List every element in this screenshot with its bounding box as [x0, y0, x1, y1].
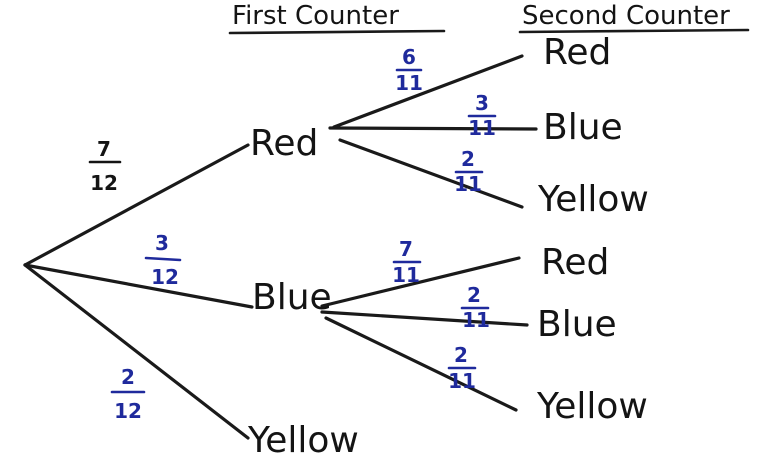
prob-red-then-red-numerator: 6	[402, 45, 416, 69]
branch-blue-to-yellow	[324, 316, 518, 412]
prob-blue-then-blue-denominator: 11	[462, 308, 490, 332]
prob-blue-then-red-numerator: 7	[399, 237, 413, 261]
branch-blue-to-red	[320, 256, 521, 308]
node-red-then-blue: Blue	[543, 107, 623, 148]
branch-red-to-yellow	[338, 138, 524, 209]
prob-first-yellow-denominator: 12	[114, 399, 142, 423]
node-blue-then-blue: Blue	[537, 304, 617, 345]
header-first-underline	[228, 29, 446, 35]
second-draw-branches	[320, 54, 538, 412]
prob-first-yellow: 2 12	[110, 365, 146, 423]
prob-red-then-yellow-numerator: 2	[461, 147, 475, 171]
prob-red-then-blue: 3 11	[467, 91, 497, 140]
prob-blue-then-red: 7 11	[392, 237, 422, 287]
header-second-underline	[518, 28, 750, 34]
prob-first-red-denominator: 12	[90, 171, 118, 195]
branch-root-to-red	[23, 143, 250, 267]
prob-blue-then-blue-numerator: 2	[467, 283, 481, 307]
prob-first-blue-numerator: 3	[155, 231, 169, 255]
prob-red-then-yellow: 2 11	[454, 147, 484, 196]
branch-red-to-blue	[328, 126, 538, 131]
node-blue-then-red: Red	[541, 242, 609, 283]
prob-first-blue: 3 12	[144, 231, 182, 289]
node-red-then-red: Red	[543, 32, 611, 73]
prob-blue-then-yellow-denominator: 11	[448, 369, 476, 393]
prob-blue-then-red-denominator: 11	[392, 263, 420, 287]
prob-red-then-yellow-denominator: 11	[454, 172, 482, 196]
node-first-red: Red	[250, 123, 318, 164]
prob-blue-then-blue: 2 11	[460, 283, 490, 332]
prob-first-blue-bar	[144, 256, 182, 262]
prob-red-then-blue-denominator: 11	[468, 116, 496, 140]
prob-red-then-red-denominator: 11	[395, 71, 423, 95]
prob-red-then-blue-numerator: 3	[475, 91, 489, 115]
first-draw-branches	[23, 143, 254, 440]
prob-first-red-numerator: 7	[97, 137, 111, 161]
prob-first-yellow-numerator: 2	[121, 365, 135, 389]
branch-root-to-blue	[23, 263, 254, 309]
node-first-blue: Blue	[252, 277, 332, 318]
prob-red-then-red: 6 11	[395, 45, 423, 95]
header-second-counter: Second Counter	[522, 1, 730, 31]
node-blue-then-yellow: Yellow	[536, 386, 648, 427]
branch-root-to-yellow	[23, 263, 250, 440]
node-red-then-yellow: Yellow	[537, 179, 649, 220]
prob-first-red: 7 12	[88, 137, 122, 195]
branch-blue-to-blue	[320, 310, 529, 327]
header-first-counter: First Counter	[232, 1, 399, 31]
node-first-yellow: Yellow	[247, 420, 359, 461]
prob-blue-then-yellow: 2 11	[447, 343, 477, 393]
prob-first-blue-denominator: 12	[151, 265, 179, 289]
prob-blue-then-yellow-numerator: 2	[454, 343, 468, 367]
branch-red-to-red	[332, 54, 524, 129]
